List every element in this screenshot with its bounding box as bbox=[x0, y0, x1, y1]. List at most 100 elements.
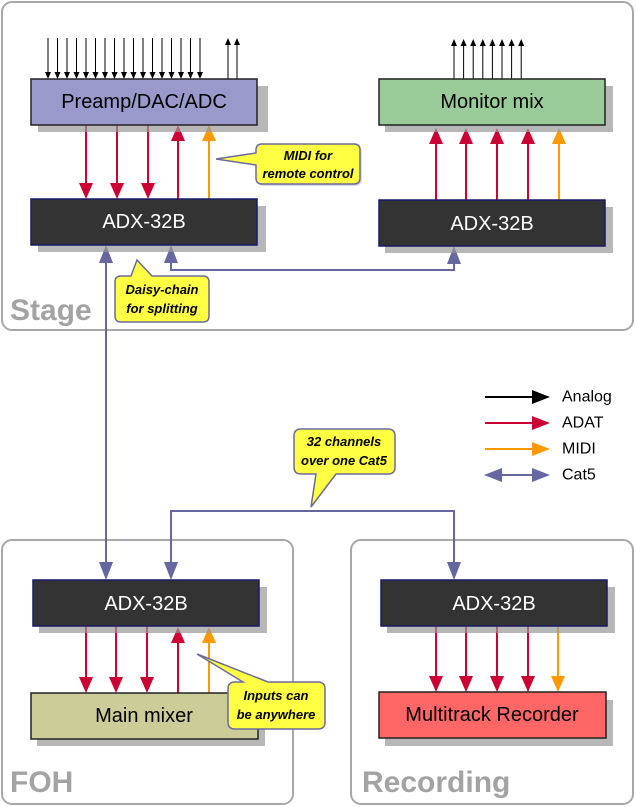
legend-arrow bbox=[532, 442, 550, 456]
stage-adx-left-box[interactable]: ADX-32B bbox=[30, 198, 266, 252]
analog-input-arrow bbox=[140, 38, 146, 79]
analog-output-arrow bbox=[225, 38, 231, 79]
monitor-output-arrow bbox=[518, 39, 525, 79]
adat-up-arrow bbox=[521, 128, 535, 200]
callout-midi-remote: MIDI for remote control bbox=[215, 143, 362, 186]
analog-input-arrow bbox=[102, 38, 108, 79]
adat-down-arrow bbox=[490, 626, 504, 692]
monitor-output-arrow bbox=[508, 39, 515, 79]
callout-inputs-line2: be anywhere bbox=[237, 707, 316, 722]
midi-down-arrow bbox=[551, 626, 565, 692]
midi-up-arrow bbox=[202, 627, 216, 693]
adat-midi-connections bbox=[79, 125, 566, 693]
multitrack-recorder-box[interactable]: Multitrack Recorder bbox=[378, 691, 613, 746]
analog-input-arrow bbox=[45, 38, 51, 79]
stage-adx-left-label: ADX-32B bbox=[102, 211, 185, 233]
legend-arrow bbox=[532, 416, 550, 430]
cat5-arrowhead bbox=[99, 562, 113, 580]
monitor-output-arrow bbox=[470, 39, 477, 79]
analog-input-arrow bbox=[149, 38, 156, 79]
cat5-arrowhead bbox=[99, 245, 113, 263]
cat5-arrowhead bbox=[164, 245, 178, 263]
legend-arrow bbox=[532, 390, 550, 404]
legend-label: ADAT bbox=[562, 415, 604, 432]
analog-input-arrow bbox=[159, 38, 165, 79]
legend-item-analog: Analog bbox=[485, 389, 612, 406]
callout-channels-line2: over one Cat5 bbox=[301, 453, 388, 468]
monitor-output-arrow bbox=[489, 39, 496, 79]
main-mixer-label: Main mixer bbox=[95, 705, 193, 727]
callout-daisy-line1: Daisy-chain bbox=[126, 282, 199, 297]
legend-item-cat5: Cat5 bbox=[484, 467, 596, 484]
foh-adx-label: ADX-32B bbox=[104, 593, 187, 615]
callout-inputs-anywhere: Inputs can be anywhere bbox=[196, 653, 326, 730]
cat5-daisy-chain bbox=[170, 263, 455, 271]
cat5-arrowhead bbox=[164, 562, 178, 580]
analog-input-arrow bbox=[54, 38, 61, 79]
adat-down-arrow bbox=[141, 125, 155, 199]
monitor-output-arrow bbox=[451, 39, 457, 79]
monitor-output-arrow bbox=[460, 39, 467, 79]
legend-label: MIDI bbox=[562, 441, 596, 458]
analog-input-arrow bbox=[92, 38, 99, 79]
midi-up-arrow bbox=[202, 125, 216, 199]
monitor-mix-label: Monitor mix bbox=[440, 91, 543, 113]
callout-channels-line1: 32 channels bbox=[307, 434, 381, 449]
cat5-foh-to-recording bbox=[170, 510, 455, 562]
analog-input-arrow bbox=[130, 38, 137, 79]
main-mixer-box[interactable]: Main mixer bbox=[30, 692, 265, 746]
zone-recording-label: Recording bbox=[362, 766, 510, 799]
adat-up-arrow bbox=[459, 128, 473, 200]
adat-up-arrow bbox=[429, 128, 443, 200]
callout-midi-line2: remote control bbox=[262, 166, 353, 181]
adat-down-arrow bbox=[459, 626, 473, 692]
analog-input-arrow bbox=[197, 38, 203, 79]
adat-down-arrow bbox=[521, 626, 535, 692]
stage-adx-right-box[interactable]: ADX-32B bbox=[378, 199, 613, 253]
zone-stage-label: Stage bbox=[10, 294, 92, 327]
legend-label: Cat5 bbox=[562, 467, 596, 484]
monitor-output-arrow bbox=[499, 39, 505, 79]
analog-input-arrow bbox=[83, 38, 89, 79]
legend-label: Analog bbox=[562, 389, 612, 406]
callout-daisy-line2: for splitting bbox=[126, 301, 198, 316]
analog-input-arrow bbox=[178, 38, 184, 79]
preamp-label: Preamp/DAC/ADC bbox=[61, 91, 227, 113]
monitor-mix-box[interactable]: Monitor mix bbox=[378, 78, 613, 132]
analog-output-arrow bbox=[234, 38, 240, 79]
cat5-arrowhead bbox=[447, 562, 461, 580]
adat-up-arrow bbox=[490, 128, 504, 200]
legend-arrow-right bbox=[532, 468, 550, 482]
callout-32-channels: 32 channels over one Cat5 bbox=[293, 428, 396, 508]
multitrack-recorder-label: Multitrack Recorder bbox=[405, 704, 579, 726]
callout-midi-line1: MIDI for bbox=[284, 148, 333, 163]
recording-adx-box[interactable]: ADX-32B bbox=[380, 579, 615, 633]
adat-down-arrow bbox=[109, 626, 123, 693]
midi-up-arrow bbox=[552, 128, 566, 200]
cat5-connections bbox=[99, 245, 461, 580]
cat5-arrowhead bbox=[447, 246, 461, 264]
analog-connections bbox=[45, 38, 525, 79]
analog-input-arrow bbox=[111, 38, 118, 79]
preamp-dac-adc-box[interactable]: Preamp/DAC/ADC bbox=[30, 78, 268, 132]
adat-down-arrow bbox=[140, 626, 154, 693]
adat-down-arrow bbox=[79, 626, 93, 693]
recording-adx-label: ADX-32B bbox=[452, 593, 535, 615]
callout-inputs-line1: Inputs can bbox=[243, 688, 308, 703]
adat-down-arrow bbox=[429, 626, 443, 692]
legend-arrow-left bbox=[484, 468, 502, 482]
adat-down-arrow bbox=[110, 125, 124, 199]
zone-foh-label: FOH bbox=[10, 766, 73, 799]
analog-input-arrow bbox=[121, 38, 127, 79]
foh-adx-box[interactable]: ADX-32B bbox=[32, 579, 267, 633]
monitor-output-arrow bbox=[479, 39, 486, 79]
legend-item-adat: ADAT bbox=[485, 415, 604, 432]
adat-up-arrow bbox=[171, 125, 185, 199]
analog-input-arrow bbox=[168, 38, 175, 79]
analog-input-arrow bbox=[187, 38, 194, 79]
stage-adx-right-label: ADX-32B bbox=[450, 213, 533, 235]
adat-down-arrow bbox=[79, 125, 93, 199]
adat-up-arrow bbox=[171, 627, 185, 693]
